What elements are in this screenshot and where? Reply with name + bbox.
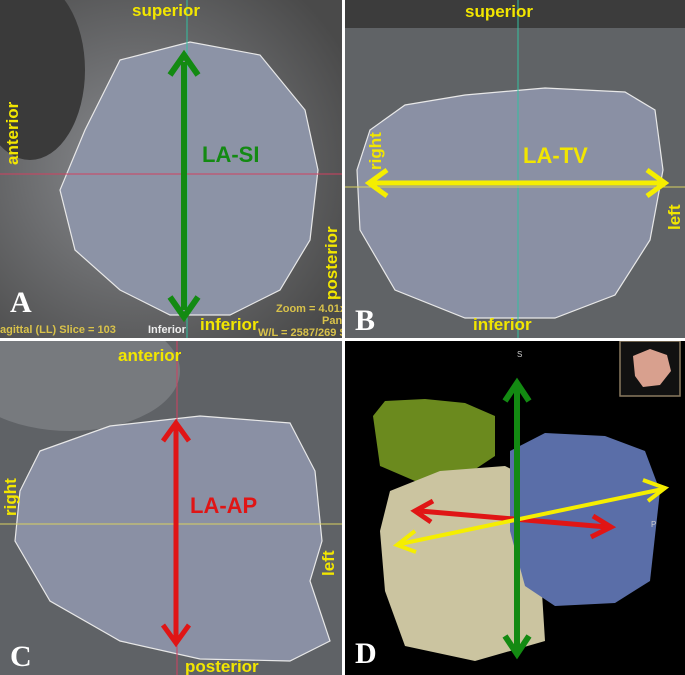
measure-label-la-si: LA-SI [202, 142, 259, 167]
label-posterior: posterior [185, 657, 259, 675]
la-si-arrow [167, 49, 201, 323]
label-anterior: anterior [3, 101, 22, 165]
atrium-outline [14, 415, 331, 662]
panel-letter-c: C [10, 640, 32, 673]
panel-a: LA-SI superior inferior anterior posteri… [0, 0, 342, 338]
la-tv-arrow [364, 167, 670, 199]
label-right: right [366, 132, 385, 170]
label-right: right [1, 478, 20, 516]
panel-d: S P D [345, 341, 685, 675]
green-arrow [502, 377, 532, 660]
label-left: left [665, 204, 684, 230]
thumbnail-model [633, 349, 671, 387]
measure-label-la-ap: LA-AP [190, 493, 257, 518]
axis-p-label: P [651, 520, 656, 529]
panel-letter-a: A [10, 286, 32, 319]
label-inferior: inferior [200, 315, 259, 334]
la-ap-arrow [160, 418, 192, 648]
blue-atrium [510, 433, 660, 606]
label-superior: superior [132, 1, 200, 20]
panel-c: LA-AP anterior posterior right left C [0, 341, 342, 675]
axis-s-label: S [517, 350, 522, 359]
atrium-outline [356, 87, 664, 319]
green-structure [373, 399, 495, 481]
orientation-info: Inferior [148, 324, 187, 336]
slice-info: agittal (LL) Slice = 103 [0, 324, 116, 336]
measure-label-la-tv: LA-TV [523, 143, 588, 168]
panel-letter-d: D [355, 637, 377, 670]
yellow-arrow [392, 478, 670, 554]
label-superior: superior [465, 2, 533, 21]
panel-letter-b: B [355, 304, 375, 337]
label-inferior: inferior [473, 315, 532, 334]
label-anterior: anterior [118, 346, 182, 365]
atrium-outline [59, 41, 319, 316]
label-posterior: posterior [322, 226, 341, 300]
label-left: left [319, 550, 338, 576]
wl-info: W/L = 2587/269 S [258, 327, 342, 338]
pan-info: Pan [322, 315, 342, 327]
panel-b: LA-TV superior inferior right left B [345, 0, 685, 338]
zoom-info: Zoom = 4.01x [276, 303, 342, 315]
